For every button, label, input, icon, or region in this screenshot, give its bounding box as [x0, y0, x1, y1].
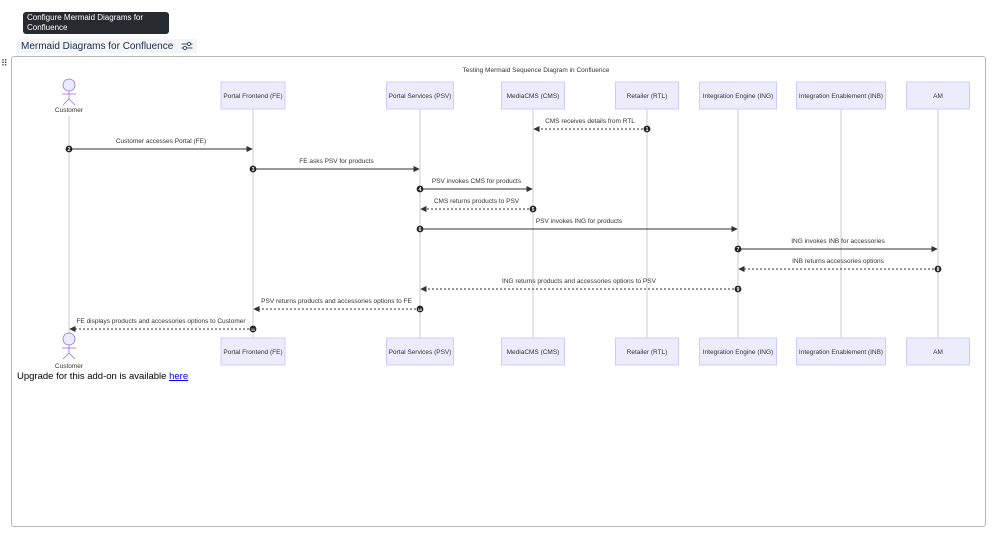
actor-box-fe-bottom [220, 337, 286, 366]
sequence-number-badge-3 [249, 165, 257, 173]
actor-label-am-bottom: AM [933, 349, 943, 356]
actor-label-ing-top: Integration Engine (ING) [703, 93, 773, 100]
actor-label-psv-bottom: Portal Services (PSV) [389, 349, 452, 356]
actor-label-ing-bottom: Integration Engine (ING) [703, 349, 773, 356]
actor-customer-leg-right-top [68, 98, 76, 106]
actor-customer-leg-right-bottom [68, 352, 76, 360]
sequence-number-6: 6 [419, 227, 422, 233]
actor-customer-label-bottom: Customer [55, 363, 84, 370]
actor-customer-head-top [62, 78, 76, 92]
message-label-8: INB returns accessories options [792, 258, 885, 265]
sequence-number-7: 7 [737, 247, 740, 253]
actor-box-am-top [906, 81, 970, 110]
actor-box-inb-top [796, 81, 886, 110]
macro-container [11, 56, 986, 527]
actor-box-am-bottom [906, 337, 970, 366]
actor-label-fe-top: Portal Frontend (FE) [223, 93, 282, 100]
sequence-number-2: 2 [68, 147, 71, 153]
configure-tooltip: Configure Mermaid Diagrams for Confluenc… [23, 12, 169, 34]
sequence-number-badge-6 [416, 225, 424, 233]
message-label-7: ING invokes INB for accessories [791, 238, 885, 245]
sequence-number-5: 5 [532, 207, 535, 213]
actor-label-fe-bottom: Portal Frontend (FE) [223, 349, 282, 356]
actor-label-psv-top: Portal Services (PSV) [389, 93, 452, 100]
actor-label-rtl-top: Retailer (RTL) [627, 93, 668, 100]
sequence-number-10: 10 [418, 307, 423, 312]
upgrade-text: Upgrade for this add-on is available [17, 371, 170, 382]
actor-label-inb-bottom: Integration Enablement (INB) [799, 349, 883, 356]
sequence-number-11: 11 [251, 327, 256, 332]
actor-box-cms-bottom [501, 337, 565, 366]
sequence-number-8: 8 [937, 267, 940, 273]
sequence-number-3: 3 [252, 167, 255, 173]
sequence-number-9: 9 [737, 287, 740, 293]
message-label-3: FE asks PSV for products [299, 158, 374, 165]
message-label-11: FE displays products and accessories opt… [76, 318, 246, 325]
sequence-number-badge-1 [643, 125, 651, 133]
actor-label-cms-bottom: MediaCMS (CMS) [507, 349, 560, 356]
message-label-4: PSV invokes CMS for products [432, 178, 522, 185]
sequence-number-badge-4 [416, 185, 424, 193]
actor-customer-head-bottom [62, 332, 76, 346]
sequence-number-4: 4 [419, 187, 422, 193]
actor-label-rtl-bottom: Retailer (RTL) [627, 349, 668, 356]
actor-box-rtl-top [615, 81, 679, 110]
actor-box-ing-bottom [699, 337, 777, 366]
message-label-6: PSV invokes ING for products [536, 218, 623, 225]
actor-box-inb-bottom [796, 337, 886, 366]
actor-customer-leg-left-top [62, 98, 70, 106]
actor-label-inb-top: Integration Enablement (INB) [799, 93, 883, 100]
macro-title: Mermaid Diagrams for Confluence [21, 40, 174, 52]
sequence-number-1: 1 [646, 127, 649, 133]
actor-label-am-top: AM [933, 93, 943, 100]
actor-box-cms-top [501, 81, 565, 110]
sequence-number-badge-2 [65, 145, 73, 153]
sequence-number-badge-8 [934, 265, 942, 273]
sequence-number-badge-7 [734, 245, 742, 253]
message-label-1: CMS receives details from RTL [545, 118, 635, 125]
diagram-title: Testing Mermaid Sequence Diagram in Conf… [463, 67, 610, 74]
message-label-2: Customer accesses Portal (FE) [116, 138, 206, 145]
actor-box-rtl-bottom [615, 337, 679, 366]
actor-label-cms-top: MediaCMS (CMS) [507, 93, 560, 100]
actor-box-psv-bottom [386, 337, 454, 366]
message-label-10: PSV returns products and accessories opt… [261, 298, 412, 305]
actor-box-psv-top [386, 81, 454, 110]
upgrade-link[interactable]: here [169, 371, 189, 382]
actor-box-fe-top [220, 81, 286, 110]
drag-handle-icon[interactable]: ⠿ [1, 58, 8, 68]
actor-box-ing-top [699, 81, 777, 110]
sequence-number-badge-11 [249, 325, 257, 333]
sliders-icon[interactable] [181, 41, 193, 51]
sequence-number-badge-9 [734, 285, 742, 293]
macro-header: Mermaid Diagrams for Confluence [17, 39, 198, 53]
upgrade-notice: Upgrade for this add-on is available her… [17, 371, 188, 382]
actor-customer-leg-left-bottom [62, 352, 70, 360]
sequence-number-badge-5 [529, 205, 537, 213]
message-label-5: CMS returns products to PSV [434, 198, 520, 205]
message-label-9: ING returns products and accessories opt… [502, 278, 657, 285]
sequence-number-badge-10 [416, 305, 424, 313]
actor-customer-label-top: Customer [55, 107, 84, 114]
